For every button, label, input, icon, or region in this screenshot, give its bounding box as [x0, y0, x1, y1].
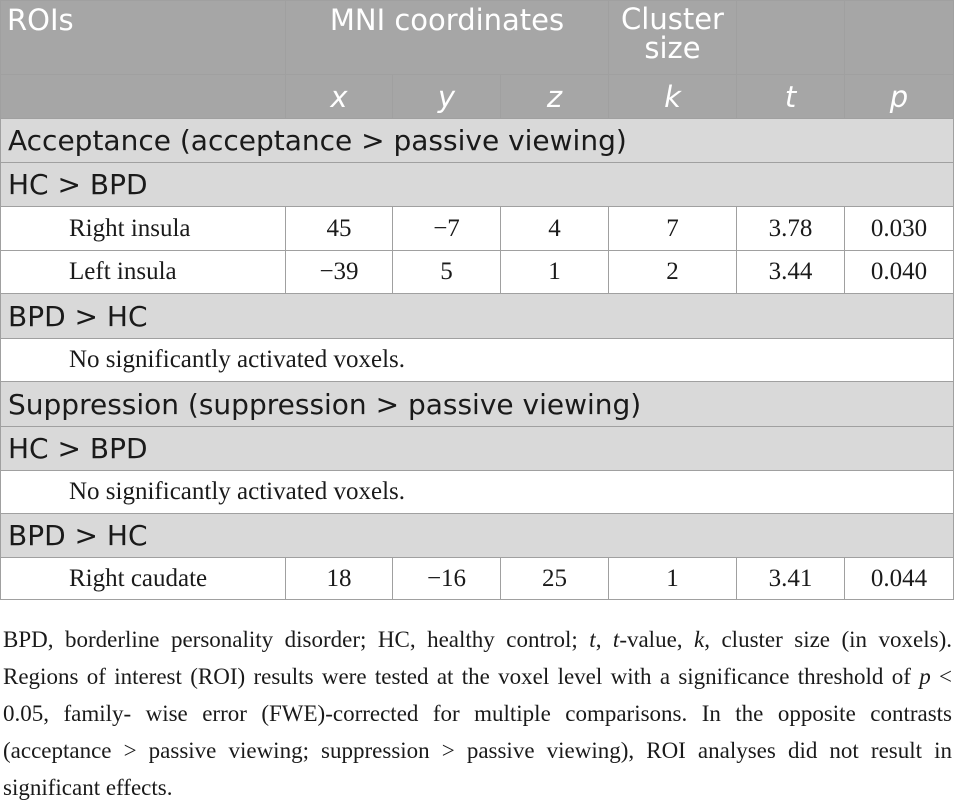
y-cell: −16	[392, 557, 501, 600]
cluster-size-line2: size	[644, 31, 701, 65]
no-activation-note: No significantly activated voxels.	[0, 470, 954, 514]
t-header: t	[736, 74, 845, 119]
rois-header: ROIs	[0, 0, 286, 75]
group-label: HC > BPD	[0, 426, 954, 471]
rois-subheader-empty	[0, 74, 286, 119]
group-label: HC > BPD	[0, 162, 954, 207]
note-row: No significantly activated voxels.	[0, 470, 954, 514]
table-row: Right caudate 18 −16 25 1 3.41 0.044	[0, 557, 954, 600]
k-cell: 7	[608, 206, 737, 251]
p-header-empty	[844, 0, 954, 75]
x-header: x	[285, 74, 393, 119]
group-label: BPD > HC	[0, 293, 954, 339]
table-caption: BPD, borderline personality disorder; HC…	[3, 621, 952, 806]
group-row: BPD > HC	[0, 293, 954, 339]
note-row: No significantly activated voxels.	[0, 338, 954, 382]
p-cell: 0.040	[844, 250, 954, 294]
table-row: Left insula −39 5 1 2 3.44 0.040	[0, 250, 954, 294]
section-row: Acceptance (acceptance > passive viewing…	[0, 118, 954, 163]
table-row: Right insula 45 −7 4 7 3.78 0.030	[0, 206, 954, 251]
caption-text: < 0.05, family- wise error (FWE)-correct…	[3, 664, 952, 800]
k-header: k	[608, 74, 737, 119]
caption-text: BPD, borderline personality disorder; HC…	[3, 627, 590, 652]
k-cell: 2	[608, 250, 737, 294]
no-activation-note: No significantly activated voxels.	[0, 338, 954, 382]
p-cell: 0.030	[844, 206, 954, 251]
t-cell: 3.41	[736, 557, 845, 600]
region-cell: Right insula	[0, 206, 286, 251]
caption-p-symbol: p	[919, 664, 931, 689]
x-cell: 18	[285, 557, 393, 600]
section-title-acceptance: Acceptance (acceptance > passive viewing…	[0, 118, 954, 163]
x-cell: 45	[285, 206, 393, 251]
region-cell: Right caudate	[0, 557, 286, 600]
caption-text: -value,	[619, 627, 695, 652]
caption-k-symbol: k	[694, 627, 705, 652]
group-row: HC > BPD	[0, 162, 954, 207]
caption-t-symbol: t	[589, 627, 596, 652]
z-cell: 4	[500, 206, 609, 251]
k-cell: 1	[608, 557, 737, 600]
p-header: p	[844, 74, 954, 119]
caption-t-symbol: t	[612, 627, 620, 652]
t-cell: 3.44	[736, 250, 845, 294]
z-cell: 1	[500, 250, 609, 294]
group-row: BPD > HC	[0, 513, 954, 558]
y-cell: 5	[392, 250, 501, 294]
cluster-size-line1: Cluster	[621, 2, 724, 36]
mni-coordinates-header: MNI coordinates	[285, 0, 609, 75]
caption-text: ,	[595, 627, 613, 652]
header-row-2: x y z k t p	[0, 74, 954, 119]
z-cell: 25	[500, 557, 609, 600]
caption-text: , cluster size (in voxels). Regions of i…	[3, 627, 952, 689]
region-cell: Left insula	[0, 250, 286, 294]
y-header: y	[392, 74, 501, 119]
t-header-empty	[736, 0, 845, 75]
x-cell: −39	[285, 250, 393, 294]
group-label: BPD > HC	[0, 513, 954, 558]
y-cell: −7	[392, 206, 501, 251]
group-row: HC > BPD	[0, 426, 954, 471]
p-cell: 0.044	[844, 557, 954, 600]
t-cell: 3.78	[736, 206, 845, 251]
z-header: z	[500, 74, 609, 119]
section-row: Suppression (suppression > passive viewi…	[0, 381, 954, 427]
section-title-suppression: Suppression (suppression > passive viewi…	[0, 381, 954, 427]
